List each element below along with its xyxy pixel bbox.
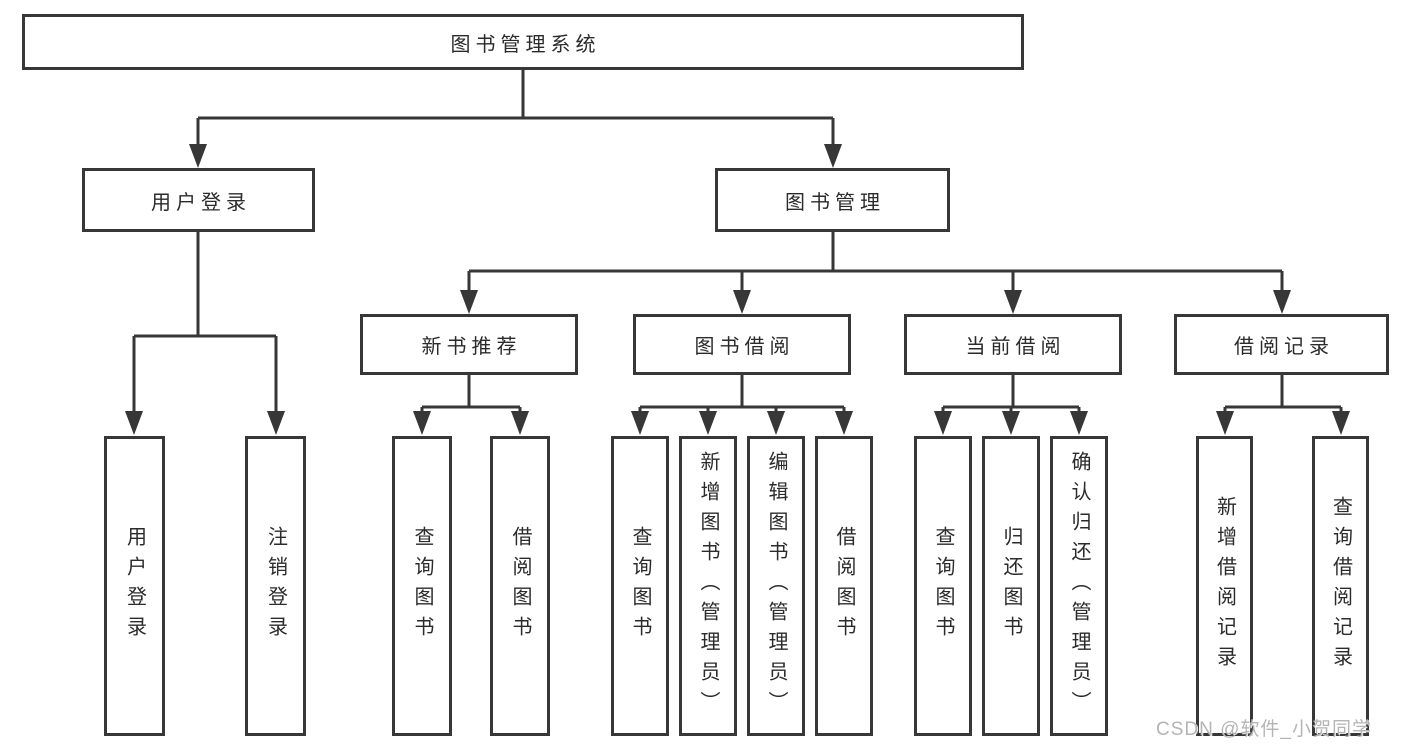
- node-label: 查询图书: [932, 526, 954, 646]
- node-label: 借阅图书: [833, 526, 855, 646]
- node-label: 编辑图书（管理员）: [765, 451, 787, 721]
- node-book-borrowing: 图书借阅: [633, 314, 851, 375]
- node-label: 查询借阅记录: [1329, 496, 1352, 676]
- node-label: 图书管理: [785, 191, 885, 214]
- leaf-logout: 注销登录: [245, 436, 306, 736]
- node-label: 新书推荐: [421, 336, 522, 358]
- leaf-query-books-current: 查询图书: [914, 436, 972, 736]
- node-label: 图书管理系统: [450, 33, 601, 56]
- node-label: 用户登录: [151, 191, 251, 214]
- node-user-login: 用户登录: [82, 168, 315, 232]
- node-new-book-recommend: 新书推荐: [360, 314, 578, 375]
- node-label: 新增借阅记录: [1213, 496, 1236, 676]
- node-borrow-records: 借阅记录: [1174, 314, 1389, 375]
- node-current-borrowing: 当前借阅: [904, 314, 1122, 375]
- leaf-user-login: 用户登录: [104, 436, 165, 736]
- leaf-add-borrow-record: 新增借阅记录: [1196, 436, 1253, 736]
- node-label: 借阅记录: [1234, 336, 1334, 358]
- node-label: 确认归还（管理员）: [1068, 451, 1090, 721]
- leaf-edit-books-admin: 编辑图书（管理员）: [747, 436, 805, 736]
- leaf-borrow-books: 借阅图书: [815, 436, 873, 736]
- leaf-query-books-recommend: 查询图书: [392, 436, 452, 736]
- node-label: 注销登录: [264, 526, 287, 646]
- leaf-add-books-admin: 新增图书（管理员）: [679, 436, 737, 736]
- node-system-root: 图书管理系统: [22, 14, 1024, 70]
- node-label: 新增图书（管理员）: [697, 451, 719, 721]
- leaf-borrow-books-recommend: 借阅图书: [490, 436, 550, 736]
- leaf-query-borrow-record: 查询借阅记录: [1312, 436, 1369, 736]
- node-label: 当前借阅: [965, 336, 1066, 358]
- node-label: 归还图书: [1000, 526, 1022, 646]
- node-label: 查询图书: [411, 526, 433, 646]
- node-label: 图书借阅: [694, 336, 795, 358]
- watermark-text: CSDN @软件_小贺同学: [1156, 719, 1372, 740]
- node-label: 查询图书: [629, 526, 651, 646]
- node-book-management: 图书管理: [715, 168, 950, 232]
- node-label: 借阅图书: [509, 526, 531, 646]
- leaf-return-books: 归还图书: [982, 436, 1040, 736]
- leaf-query-books-borrow: 查询图书: [611, 436, 669, 736]
- leaf-confirm-return-admin: 确认归还（管理员）: [1050, 436, 1108, 736]
- node-label: 用户登录: [123, 526, 146, 646]
